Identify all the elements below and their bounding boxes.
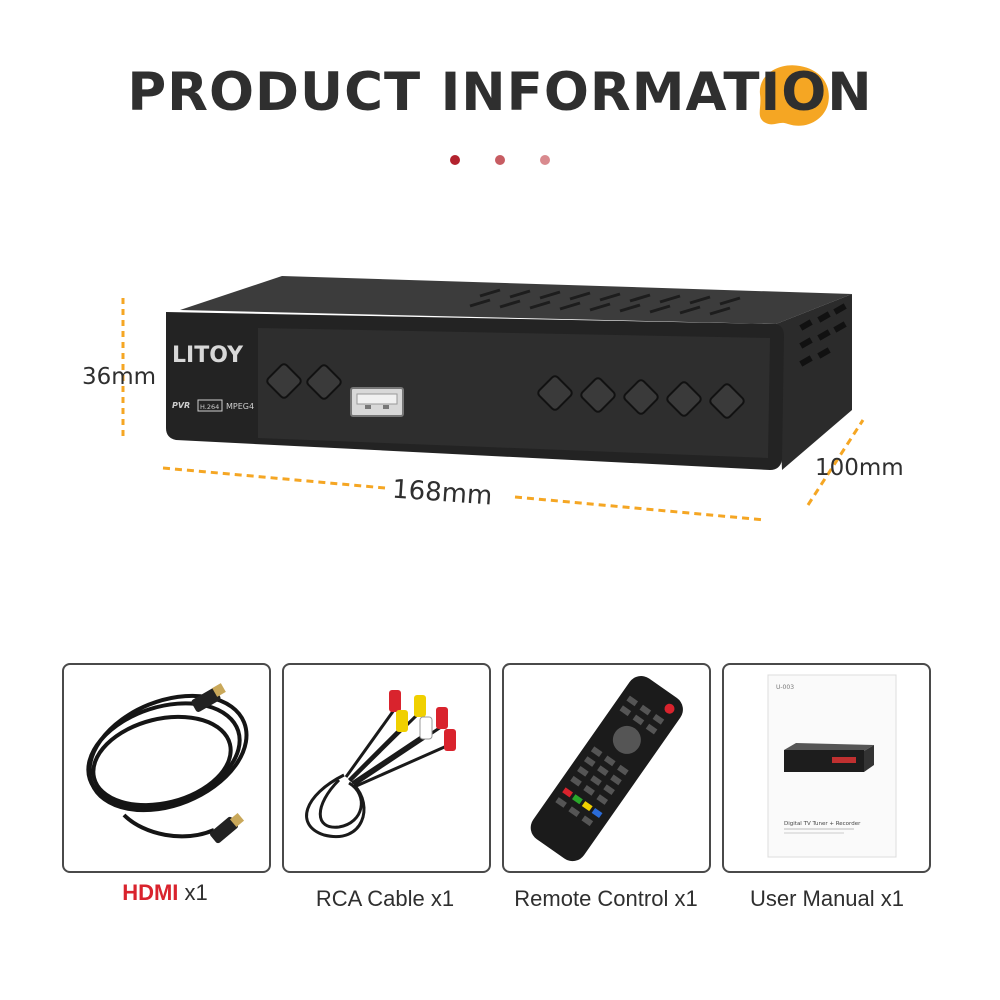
accessory-label-manual: User Manual x1 (712, 886, 942, 912)
front-button-6 (666, 381, 702, 417)
brand-logo: LITOY (172, 343, 244, 368)
manual-model: U-003 (776, 684, 794, 691)
accessory-label-rca: RCA Cable x1 (270, 886, 500, 912)
length-dimension-line-left (162, 466, 386, 490)
depth-dimension-line (806, 419, 865, 506)
top-vents (469, 288, 741, 316)
right-buttons (537, 375, 745, 419)
remote-control-icon (530, 676, 683, 862)
left-buttons (266, 363, 342, 400)
accessory-name-remote: Remote Control (514, 886, 669, 911)
manual-cover-title: Digital TV Tuner + Recorder (784, 821, 861, 827)
mark-pvr: PVR (172, 401, 190, 410)
accessory-name-manual: User Manual (749, 886, 875, 911)
accessory-name-hdmi: HDMI (122, 880, 179, 905)
dot-3 (540, 155, 551, 165)
dot-1 (449, 155, 460, 165)
accessory-label-remote: Remote Control x1 (491, 886, 721, 912)
accessory-qty-manual: x1 (880, 886, 905, 911)
mark-mpeg4: MPEG4 (226, 402, 254, 411)
page-title: PRODUCT INFORMATION (127, 62, 873, 123)
front-button-3 (537, 375, 573, 411)
accessory-box-hdmi (62, 663, 271, 873)
accent-blob-shape (759, 65, 829, 126)
header: PRODUCT INFORMATION (0, 62, 1000, 123)
depth-dimension-label: 100mm (815, 455, 904, 481)
hdmi-cable-icon (86, 683, 249, 844)
accessory-box-remote (502, 663, 711, 873)
height-dimension-label: 36mm (82, 364, 157, 390)
title-accent-blob (759, 65, 829, 126)
length-dimension-line-right (514, 495, 766, 522)
front-button-5 (623, 379, 659, 415)
accessory-label-hdmi: HDMI x1 (50, 880, 280, 906)
rca-cable-icon (305, 690, 456, 839)
accessory-qty-rca: x1 (430, 886, 455, 911)
mark-h264-box (197, 399, 223, 412)
front-button-4 (580, 377, 616, 413)
user-manual-icon: U-003 Digital TV Tuner + Recorder (767, 674, 897, 858)
box-side (776, 294, 852, 470)
accessory-qty-remote: x1 (674, 886, 698, 911)
accessory-box-manual: U-003 Digital TV Tuner + Recorder (722, 663, 931, 873)
accessory-box-rca (282, 663, 491, 873)
side-vents (799, 303, 847, 367)
usb-port-icon (350, 387, 404, 417)
accessory-name-rca: RCA Cable (315, 886, 425, 911)
dot-2 (495, 155, 505, 165)
front-button-1 (266, 363, 302, 399)
front-button-2 (306, 364, 342, 400)
front-display-window (258, 328, 770, 458)
accessory-qty-hdmi: x1 (184, 880, 208, 905)
front-button-7 (709, 383, 745, 419)
product-illustration: LITOY PVR H.264 MPEG4 (121, 276, 865, 522)
title-dots (0, 150, 1000, 169)
mark-h264: H.264 (200, 403, 219, 411)
